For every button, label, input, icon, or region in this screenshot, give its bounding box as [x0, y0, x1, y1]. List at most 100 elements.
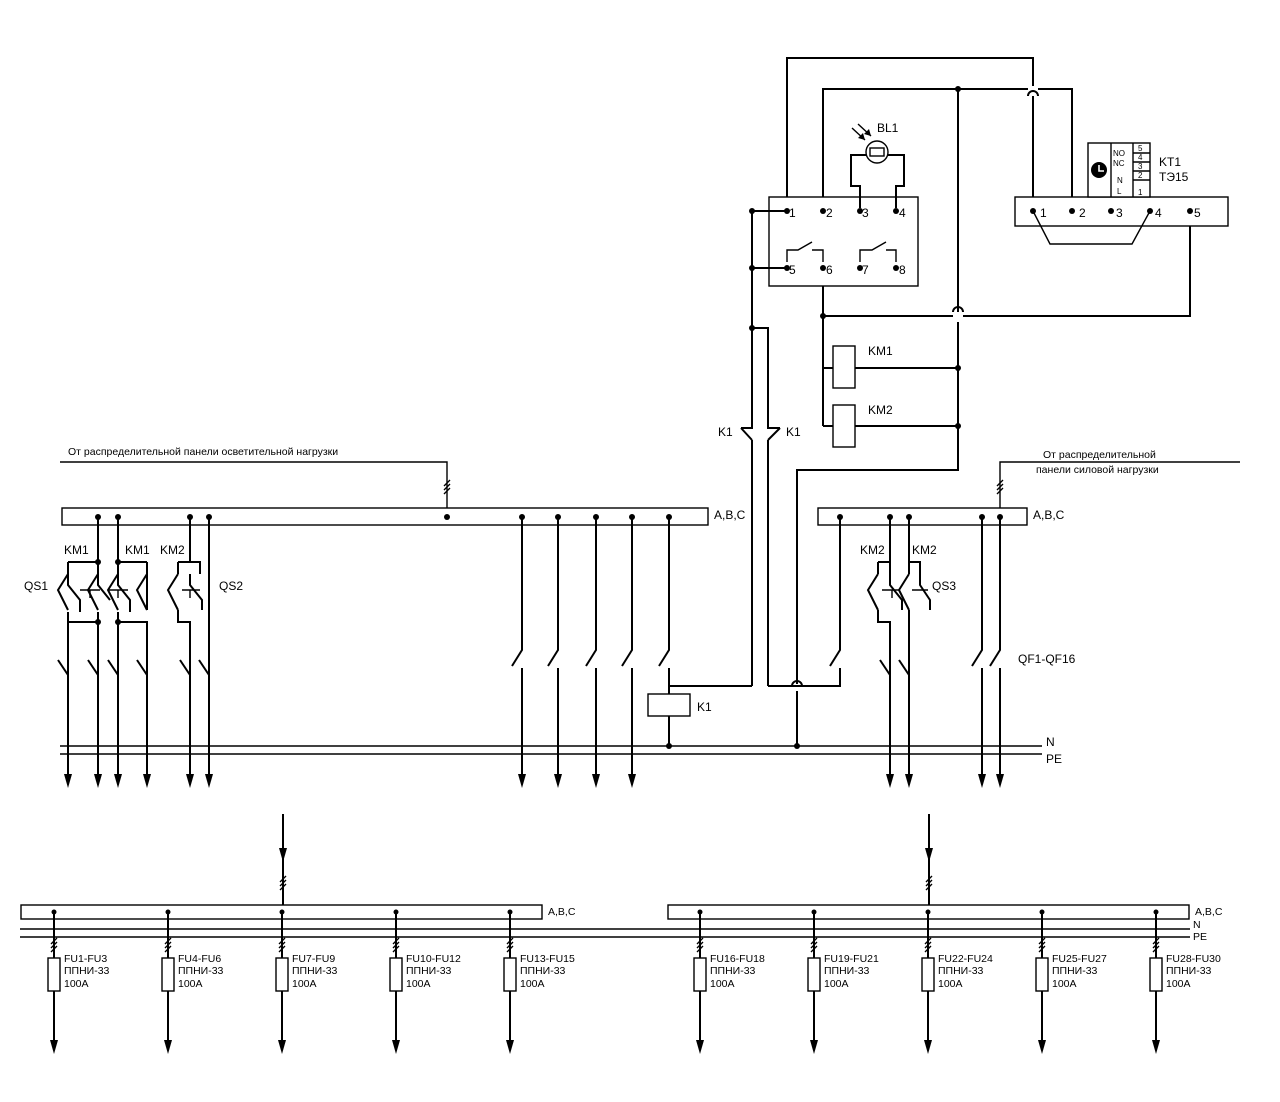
- pe-label-top: PE: [1046, 752, 1062, 766]
- relay-terminal-7: 7: [862, 263, 869, 277]
- fuse-icon: [275, 957, 289, 992]
- relay-terminal-8: 8: [899, 263, 906, 277]
- te15-label: ТЭ15: [1159, 170, 1189, 184]
- pe-label-bottom: PE: [1193, 931, 1207, 943]
- control-circuit: KM1 KM2 1 2 3 4 5 6 7 8: [668, 57, 1191, 694]
- km2-coil: [832, 404, 856, 448]
- fuse-icon: [1035, 957, 1049, 992]
- k1-coil-label: K1: [697, 700, 712, 714]
- k1-contact-label-left: K1: [718, 425, 733, 439]
- fuse-group-rating: 100A: [938, 978, 963, 990]
- timer-num-3: 3: [1138, 162, 1143, 171]
- relay-terminal-5: 5: [789, 263, 796, 277]
- km2-coil-label: KM2: [868, 403, 893, 417]
- fuse-group-rating: 100A: [710, 978, 735, 990]
- fuse-group-range: FU25-FU27: [1052, 953, 1107, 965]
- timer-kt1: 1 2 3 4 5 NO NC N L 5 4 3 2 1 KT1 ТЭ15: [1014, 142, 1229, 245]
- relay-terminal-6: 6: [826, 263, 833, 277]
- fuse-group-rating: 100A: [1166, 978, 1191, 990]
- fuse-group-rating: 100A: [1052, 978, 1077, 990]
- qf-label: QF1-QF16: [1018, 652, 1076, 666]
- lighting-busbar: [61, 507, 709, 526]
- fuse-icon: [47, 957, 61, 992]
- relay-terminals: 1 2 3 4 5 6 7 8: [784, 206, 906, 277]
- km1-coil-label: KM1: [868, 344, 893, 358]
- timer-no: NO: [1113, 149, 1125, 158]
- lighting-busbar-label: A,B,C: [714, 508, 746, 522]
- km1-qs1-group: [56, 517, 148, 650]
- fuse-group-rating: 100A: [292, 978, 317, 990]
- relay-terminal-1: 1: [789, 206, 796, 220]
- n-label-bottom: N: [1193, 919, 1201, 931]
- fuse-group-range: FU4-FU6: [178, 953, 221, 965]
- km1-label-1: KM1: [64, 543, 89, 557]
- fuse-group-rating: 100A: [64, 978, 89, 990]
- timer-terminal-4: 4: [1155, 206, 1162, 220]
- timer-terminal-5: 5: [1194, 206, 1201, 220]
- fuse-group-type: ППНИ-33: [1166, 965, 1212, 977]
- fuse-group-rating: 100A: [520, 978, 545, 990]
- timer-n: N: [1117, 176, 1123, 185]
- timer-num-2: 2: [1138, 171, 1143, 180]
- n-label-top: N: [1046, 735, 1055, 749]
- timer-l: L: [1117, 187, 1122, 196]
- fuse-group-rating: 100A: [406, 978, 431, 990]
- fuse-group-range: FU10-FU12: [406, 953, 461, 965]
- timer-num-1: 1: [1138, 188, 1143, 197]
- fuse-icon: [921, 957, 935, 992]
- fuse-group-range: FU28-FU30: [1166, 953, 1221, 965]
- lighting-breakers: [57, 517, 670, 782]
- timer-terminal-3: 3: [1116, 206, 1123, 220]
- relay-terminal-4: 4: [899, 206, 906, 220]
- qs2-label: QS2: [219, 579, 243, 593]
- k1-contact-label-right: K1: [786, 425, 801, 439]
- timer-num-4: 4: [1138, 153, 1143, 162]
- fuse-icon: [389, 957, 403, 992]
- fuse-group-range: FU19-FU21: [824, 953, 879, 965]
- km2-label-1: KM2: [160, 543, 185, 557]
- fuse-group-range: FU7-FU9: [292, 953, 335, 965]
- km2-qs3-group: [800, 517, 1001, 782]
- fuse-busbar-left-label: A,B,C: [548, 906, 576, 918]
- timer-terminal-2: 2: [1079, 206, 1086, 220]
- fuse-group-type: ППНИ-33: [406, 965, 452, 977]
- photo-sensor-bl1: BL1: [850, 121, 905, 208]
- fuse-busbar-right-label: A,B,C: [1195, 906, 1223, 918]
- fuse-group-rating: 100A: [178, 978, 203, 990]
- fuse-group-range: FU22-FU24: [938, 953, 993, 965]
- timer-num-5: 5: [1138, 144, 1143, 153]
- timer-terminal-1: 1: [1040, 206, 1047, 220]
- fuse-group-type: ППНИ-33: [938, 965, 984, 977]
- fuse-icon: [1149, 957, 1163, 992]
- fuse-group-type: ППНИ-33: [520, 965, 566, 977]
- fuse-group-type: ППНИ-33: [64, 965, 110, 977]
- qs3-label: QS3: [932, 579, 956, 593]
- power-busbar: [817, 507, 1028, 526]
- fuse-icon: [161, 957, 175, 992]
- kt1-label: KT1: [1159, 155, 1181, 169]
- fuse-group-type: ППНИ-33: [178, 965, 224, 977]
- fuse-group-type: ППНИ-33: [292, 965, 338, 977]
- lighting-source-label: От распределительной панели осветительно…: [68, 446, 338, 458]
- fuse-group-range: FU16-FU18: [710, 953, 765, 965]
- lighting-panel: От распределительной панели осветительно…: [24, 446, 746, 782]
- n-pe-lines: N PE: [60, 735, 1062, 766]
- fuse-group-type: ППНИ-33: [710, 965, 756, 977]
- fuse-group-type: ППНИ-33: [824, 965, 870, 977]
- km1-coil: [832, 345, 856, 389]
- k1-contacts: [668, 685, 830, 694]
- power-busbar-label: A,B,C: [1033, 508, 1065, 522]
- fuse-icon: [693, 957, 707, 992]
